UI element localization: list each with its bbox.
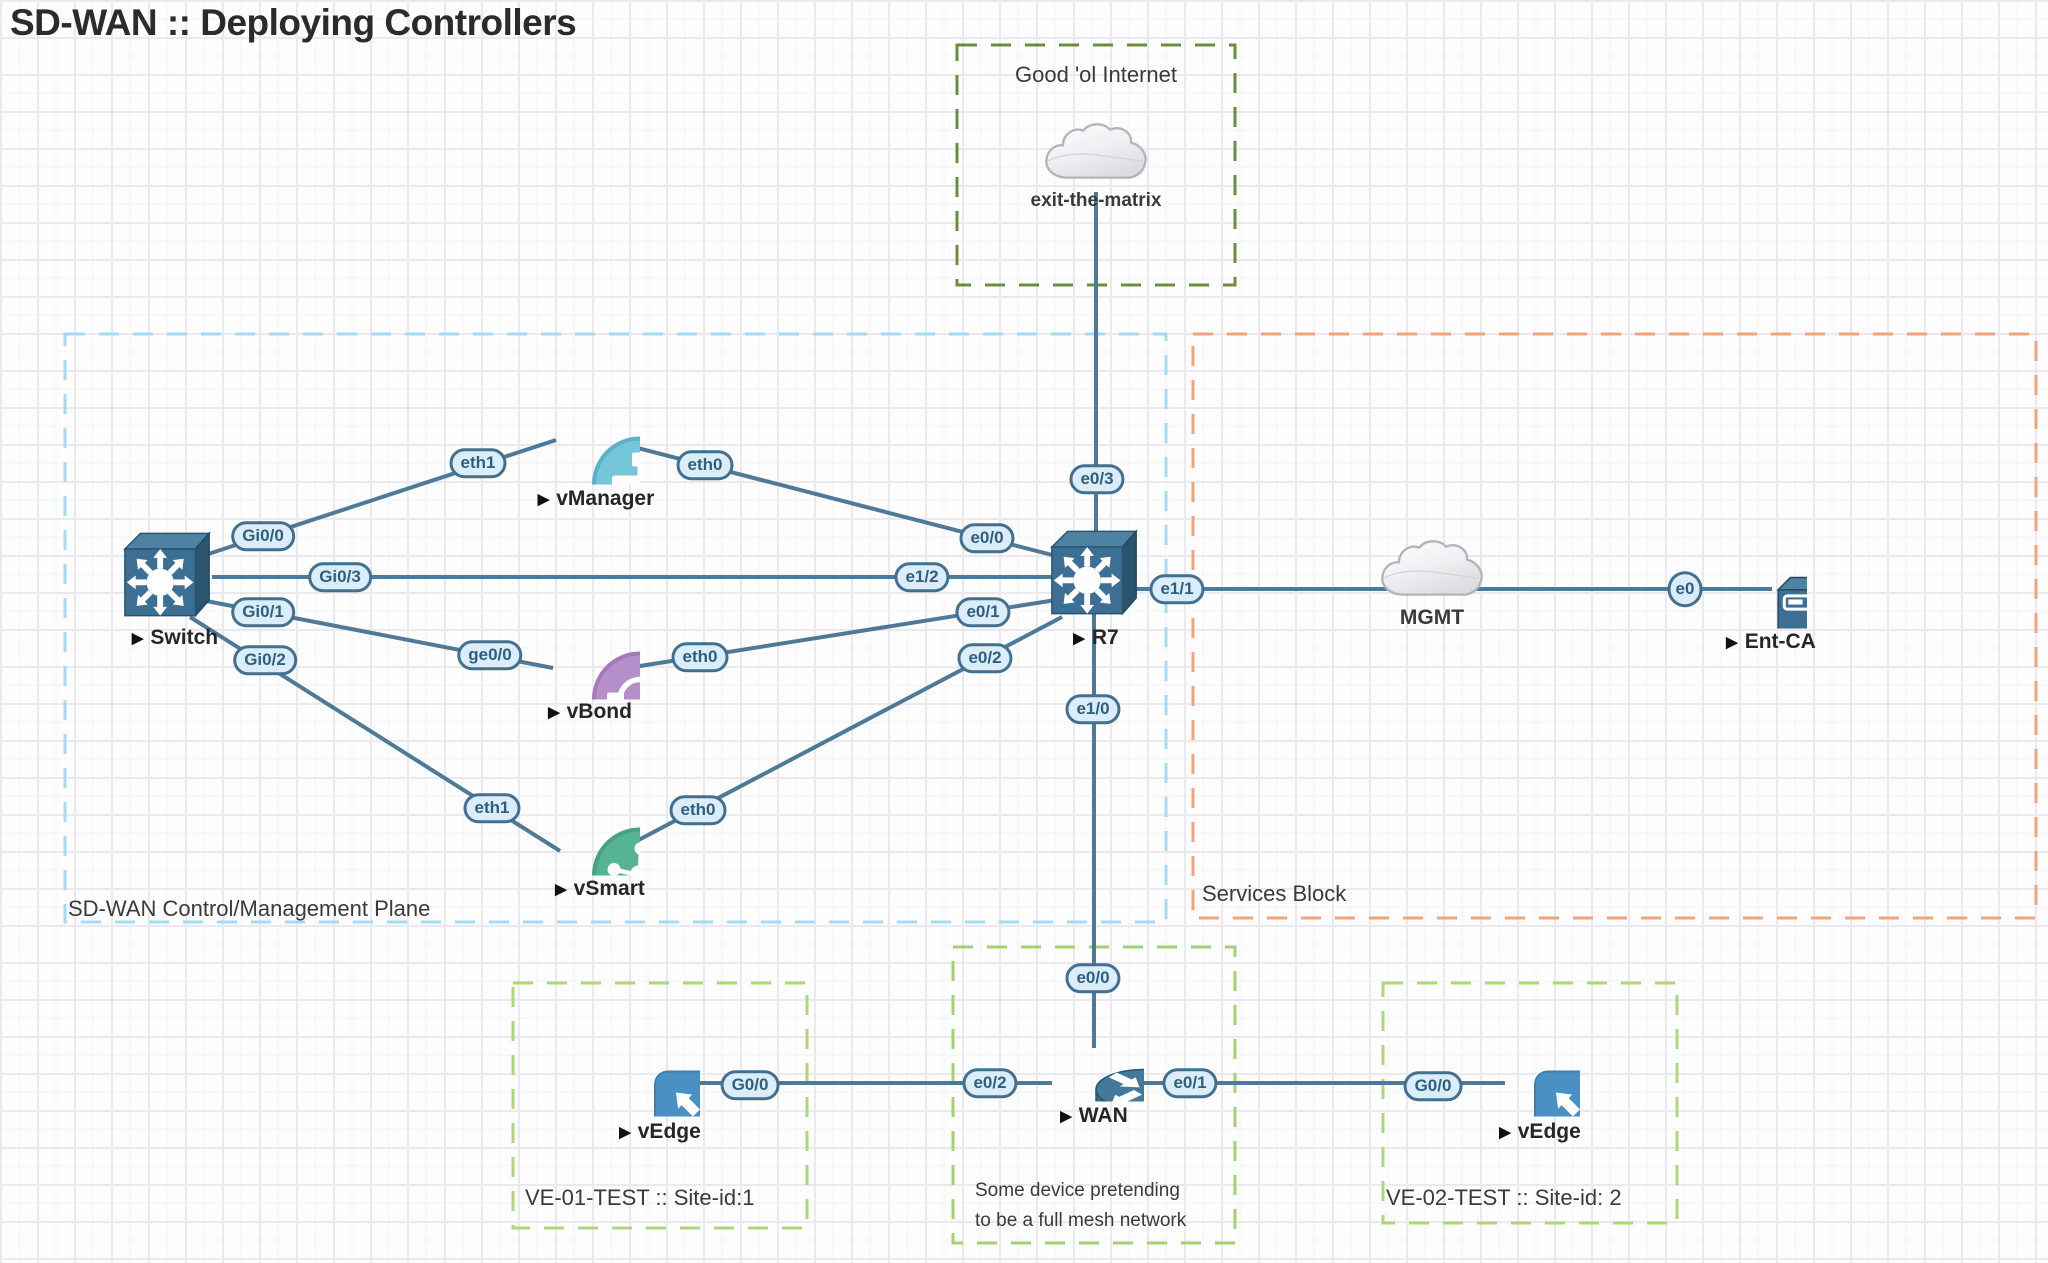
- vedge-icon: [606, 1023, 700, 1117]
- vbond-label[interactable]: ▶vBond: [548, 700, 632, 723]
- wan-zone-label-line1[interactable]: Some device pretending: [975, 1180, 1180, 1201]
- switch-node[interactable]: [119, 526, 217, 629]
- vedge-icon: [1486, 1023, 1580, 1117]
- vmanager-icon: [540, 385, 640, 485]
- pill-vedge2-g0-0[interactable]: G0/0: [1403, 1071, 1463, 1101]
- running-status-icon: ▶: [131, 630, 144, 647]
- internet-cloud-node[interactable]: [1041, 121, 1153, 196]
- pill-switch-gi0-0[interactable]: Gi0/0: [231, 521, 295, 551]
- running-status-icon: ▶: [555, 881, 567, 898]
- pill-switch-gi0-2[interactable]: Gi0/2: [233, 645, 297, 675]
- pill-wan-e0-1[interactable]: e0/1: [1162, 1068, 1218, 1098]
- vmanager-label[interactable]: ▶vManager: [537, 487, 655, 510]
- wan-node[interactable]: [1040, 1030, 1144, 1107]
- pill-vbond-eth0[interactable]: eth0: [671, 642, 729, 672]
- pill-switch-gi0-1[interactable]: Gi0/1: [231, 597, 295, 627]
- vbond-node[interactable]: [540, 600, 640, 705]
- pill-r7-e0-2[interactable]: e0/2: [957, 643, 1013, 673]
- pill-r7-e0-1[interactable]: e0/1: [955, 597, 1011, 627]
- pill-wan-e0-0[interactable]: e0/0: [1065, 963, 1121, 993]
- vedge2-node[interactable]: [1486, 1023, 1580, 1122]
- pill-r7-e1-0[interactable]: e1/0: [1065, 694, 1121, 724]
- site2-zone-box[interactable]: [1381, 981, 1679, 1225]
- services-zone-label[interactable]: Services Block: [1202, 881, 1347, 906]
- diagram-title[interactable]: SD-WAN :: Deploying Controllers: [10, 2, 577, 43]
- r7-node[interactable]: [1046, 524, 1144, 627]
- cloud-icon: [1041, 121, 1153, 191]
- etherswitch-icon: [1046, 524, 1144, 622]
- pill-vmanager-eth0[interactable]: eth0: [676, 450, 734, 480]
- running-status-icon: ▶: [537, 491, 550, 508]
- pill-vmanager-eth1[interactable]: eth1: [449, 448, 507, 478]
- etherswitch-icon: [119, 526, 217, 624]
- running-status-icon: ▶: [1060, 1108, 1072, 1125]
- pill-switch-gi0-3[interactable]: Gi0/3: [308, 562, 372, 592]
- vedge1-label[interactable]: ▶vEdge: [619, 1120, 701, 1143]
- pill-r7-e1-1[interactable]: e1/1: [1149, 574, 1205, 604]
- pill-r7-e0-0[interactable]: e0/0: [959, 523, 1015, 553]
- cloud-icon: [1377, 538, 1489, 608]
- entca-label[interactable]: ▶Ent-CA: [1726, 630, 1816, 653]
- pill-vsmart-eth0[interactable]: eth0: [669, 795, 727, 825]
- pill-r7-e0-3[interactable]: e0/3: [1069, 464, 1125, 494]
- vbond-icon: [540, 600, 640, 700]
- running-status-icon: ▶: [1726, 634, 1738, 651]
- running-status-icon: ▶: [548, 704, 560, 721]
- internet-zone-label[interactable]: Good 'ol Internet: [1015, 62, 1177, 87]
- pill-vedge1-g0-0[interactable]: G0/0: [720, 1070, 780, 1100]
- wan-zone-label-line2[interactable]: to be a full mesh network: [975, 1210, 1187, 1231]
- pill-vsmart-eth1[interactable]: eth1: [463, 793, 521, 823]
- entca-node[interactable]: [1733, 523, 1807, 634]
- control-plane-zone-box[interactable]: [63, 332, 1168, 924]
- vsmart-node[interactable]: [540, 776, 640, 881]
- running-status-icon: ▶: [1073, 630, 1085, 647]
- switch-label[interactable]: ▶Switch: [131, 626, 219, 649]
- site2-zone-label[interactable]: VE-02-TEST :: Site-id: 2: [1386, 1185, 1622, 1210]
- mgmt-cloud-label[interactable]: MGMT: [1399, 606, 1465, 629]
- vsmart-icon: [540, 776, 640, 876]
- services-zone-box[interactable]: [1191, 332, 2038, 920]
- pill-r7-e1-2[interactable]: e1/2: [894, 562, 950, 592]
- running-status-icon: ▶: [619, 1124, 631, 1141]
- wan-label[interactable]: ▶WAN: [1060, 1104, 1128, 1127]
- pill-vbond-ge0-0[interactable]: ge0/0: [457, 640, 523, 670]
- vmanager-node[interactable]: [540, 385, 640, 490]
- server-tower-icon: [1733, 523, 1807, 629]
- router-icon: [1040, 1030, 1144, 1102]
- pill-entca-e0[interactable]: e0: [1667, 571, 1703, 607]
- running-status-icon: ▶: [1499, 1124, 1511, 1141]
- control-plane-zone-label[interactable]: SD-WAN Control/Management Plane: [68, 896, 431, 921]
- pill-wan-e0-2[interactable]: e0/2: [962, 1068, 1018, 1098]
- internet-cloud-label[interactable]: exit-the-matrix: [1030, 190, 1162, 211]
- vedge1-node[interactable]: [606, 1023, 700, 1122]
- vedge2-label[interactable]: ▶vEdge: [1499, 1120, 1581, 1143]
- site1-zone-label[interactable]: VE-01-TEST :: Site-id:1: [525, 1185, 755, 1210]
- mgmt-cloud-node[interactable]: [1377, 538, 1489, 613]
- site1-zone-box[interactable]: [511, 981, 809, 1230]
- vsmart-label[interactable]: ▶vSmart: [555, 877, 645, 900]
- r7-label[interactable]: ▶R7: [1073, 626, 1119, 649]
